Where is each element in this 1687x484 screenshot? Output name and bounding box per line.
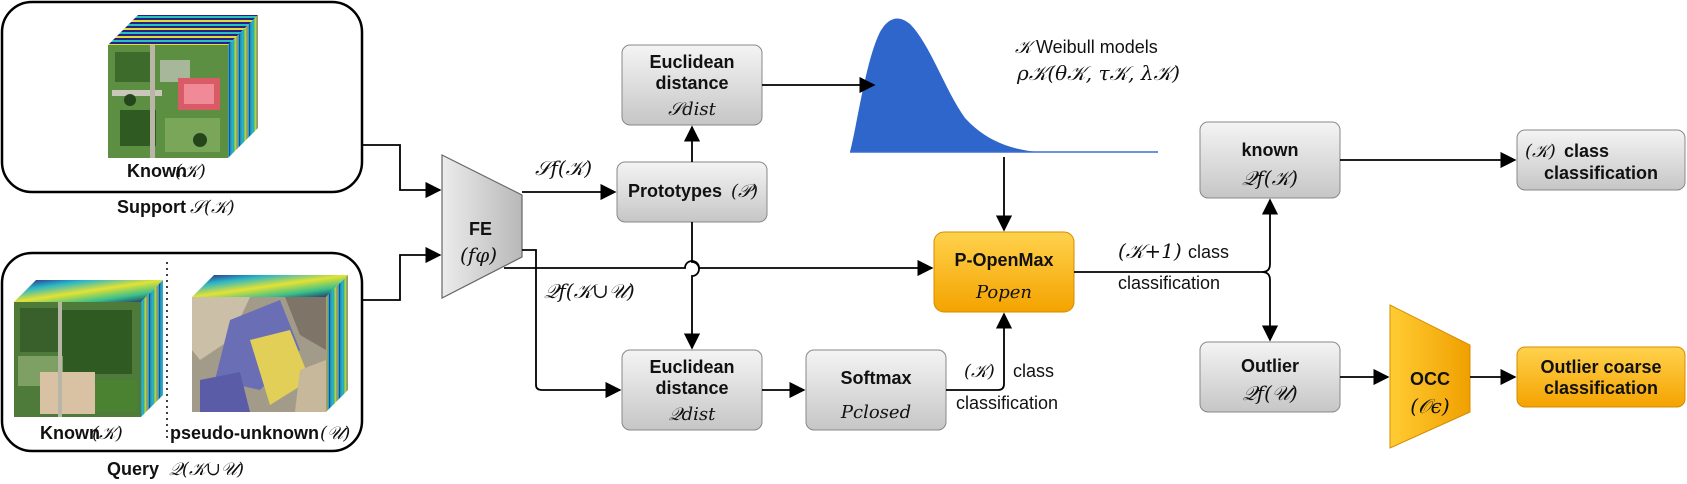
euclid-top-box: Euclidean distance 𝒮dist — [621, 44, 763, 126]
query-panel: Known (𝒦) pseudo-unknown (𝒰) Query 𝒬(𝒦∪𝒰… — [0, 251, 364, 480]
query-pseudo-label-bold: pseudo-unknown — [170, 423, 319, 443]
fe-math: (f𝜑) — [460, 243, 497, 267]
edge-fe-to-euclid-bottom — [522, 249, 622, 399]
support-cube-label-math: (𝒦) — [175, 161, 206, 182]
prototypes-box: Prototypes (𝒫) — [616, 161, 768, 223]
edge-softmax-to-popenmax — [946, 312, 1013, 391]
outlier-out-line2: classification — [1544, 378, 1658, 398]
query-known-cube-image — [14, 280, 163, 417]
query-known-label-bold: Known — [40, 423, 100, 443]
occ-block: OCC (𝒪ϵ) — [1389, 304, 1471, 449]
query-known-label-math: (𝒦) — [92, 423, 123, 444]
weibull-line1-text: Weibull models — [1036, 37, 1158, 57]
edge-fe-to-popenmax — [504, 259, 934, 277]
query-pseudo-label-math: (𝒰) — [320, 423, 350, 444]
query-pseudo-unknown-cube-image — [192, 275, 348, 412]
edge-label-support-features: 𝒮f(𝒦) — [535, 156, 592, 180]
fe-shape — [441, 154, 523, 299]
outlier-label: Outlier — [1241, 356, 1299, 376]
euclid-top-line2: distance — [655, 73, 728, 93]
support-cube-image — [108, 15, 258, 158]
support-panel: Known (𝒦) Support 𝒮(𝒦) — [0, 0, 364, 218]
edge-query-to-fe — [362, 246, 442, 301]
euclid-bottom-line2: distance — [655, 378, 728, 398]
weibull-distribution — [850, 18, 1158, 153]
outlier-out-line1: Outlier coarse — [1540, 357, 1661, 377]
known-label: known — [1242, 140, 1299, 160]
euclid-bottom-math: 𝒬dist — [669, 404, 716, 425]
edge-label-k-line2: classification — [956, 393, 1058, 413]
occ-shape — [1389, 304, 1471, 449]
known-out-math: (𝒦) — [1525, 141, 1556, 162]
support-caption-bold: Support — [117, 197, 186, 217]
edge-label-k-word: class — [1013, 361, 1054, 381]
query-caption-math: 𝒬(𝒦∪𝒰) — [169, 459, 244, 480]
occ-title: OCC — [1410, 369, 1450, 389]
edge-popenmax-to-outlier — [1261, 271, 1279, 342]
fe-title: FE — [469, 219, 492, 239]
popenmax-math: Popen — [975, 282, 1032, 303]
weibull-line2-math: ρ𝒦(θ𝒦, τ𝒦, λ𝒦) — [1016, 61, 1180, 85]
known-math: 𝒬f(𝒦) — [1242, 166, 1298, 190]
euclid-bottom-box: Euclidean distance 𝒬dist — [621, 349, 763, 431]
popenmax-label: P-OpenMax — [954, 250, 1053, 270]
occ-math: (𝒪ϵ) — [1410, 394, 1449, 418]
edge-label-k-plus-one-word: class — [1188, 242, 1229, 262]
edge-label-k-plus-one-line2: classification — [1118, 273, 1220, 293]
outlier-box: Outlier 𝒬f(𝒰) — [1199, 341, 1341, 413]
popenmax-box: P-OpenMax Popen — [933, 231, 1075, 313]
edges — [362, 76, 1517, 399]
prototypes-label: Prototypes — [628, 181, 722, 201]
outlier-coarse-output-box: Outlier coarse classification — [1516, 346, 1686, 408]
euclid-top-math: 𝒮dist — [668, 99, 716, 120]
softmax-math: Pclosed — [840, 402, 911, 423]
known-box: known 𝒬f(𝒦) — [1199, 121, 1341, 199]
outlier-math: 𝒬f(𝒰) — [1242, 381, 1297, 405]
known-class-output-box: (𝒦) class classification — [1516, 129, 1686, 191]
edge-label-query-features: 𝒬f(𝒦∪𝒰) — [544, 279, 635, 303]
euclid-top-line1: Euclidean — [649, 52, 734, 72]
support-cube-label-bold: Known — [127, 161, 187, 181]
prototypes-math: (𝒫) — [731, 181, 758, 202]
fe-block: FE (f𝜑) — [441, 154, 523, 299]
softmax-box: Softmax Pclosed — [805, 349, 947, 431]
weibull-curve — [850, 18, 1158, 152]
query-caption-bold: Query — [107, 459, 159, 479]
support-caption-math: 𝒮(𝒦) — [190, 197, 235, 218]
edge-prototypes-to-euclid-bottom — [683, 222, 701, 350]
edge-label-k-plus-one-math: (𝒦+1) — [1118, 239, 1182, 263]
softmax-label: Softmax — [840, 368, 911, 388]
edge-label-k-math: (𝒦) — [964, 361, 995, 382]
known-out-line1: class — [1564, 141, 1609, 161]
known-out-line2: classification — [1544, 163, 1658, 183]
weibull-line1-math: 𝒦 — [1015, 37, 1037, 58]
euclid-bottom-line1: Euclidean — [649, 357, 734, 377]
edge-support-to-fe — [362, 144, 442, 199]
